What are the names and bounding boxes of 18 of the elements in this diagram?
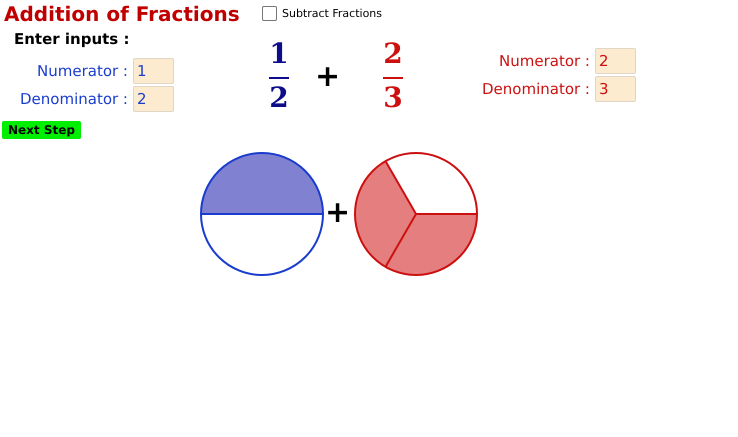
plus-sign: +	[315, 62, 340, 92]
input-field: 2	[133, 86, 174, 112]
field-label: Numerator :	[499, 54, 590, 69]
checkbox-label: Subtract Fractions	[282, 8, 382, 19]
input-field: 3	[595, 76, 636, 102]
input-field: 2	[595, 48, 636, 74]
fraction-numerator: 2	[383, 40, 403, 68]
fraction-denominator: 3	[383, 84, 403, 112]
field-label: Numerator :	[37, 64, 128, 79]
fraction-numerator: 1	[269, 40, 289, 68]
fraction-denominator: 2	[269, 84, 289, 112]
plus-sign: +	[325, 198, 350, 228]
input-field: 1	[133, 58, 174, 84]
next-step-button: Next Step	[2, 121, 81, 139]
page-title: Addition of Fractions	[4, 4, 240, 24]
field-label: Denominator :	[20, 92, 128, 107]
section-heading: Enter inputs :	[14, 32, 130, 47]
field-label: Denominator :	[482, 82, 590, 97]
